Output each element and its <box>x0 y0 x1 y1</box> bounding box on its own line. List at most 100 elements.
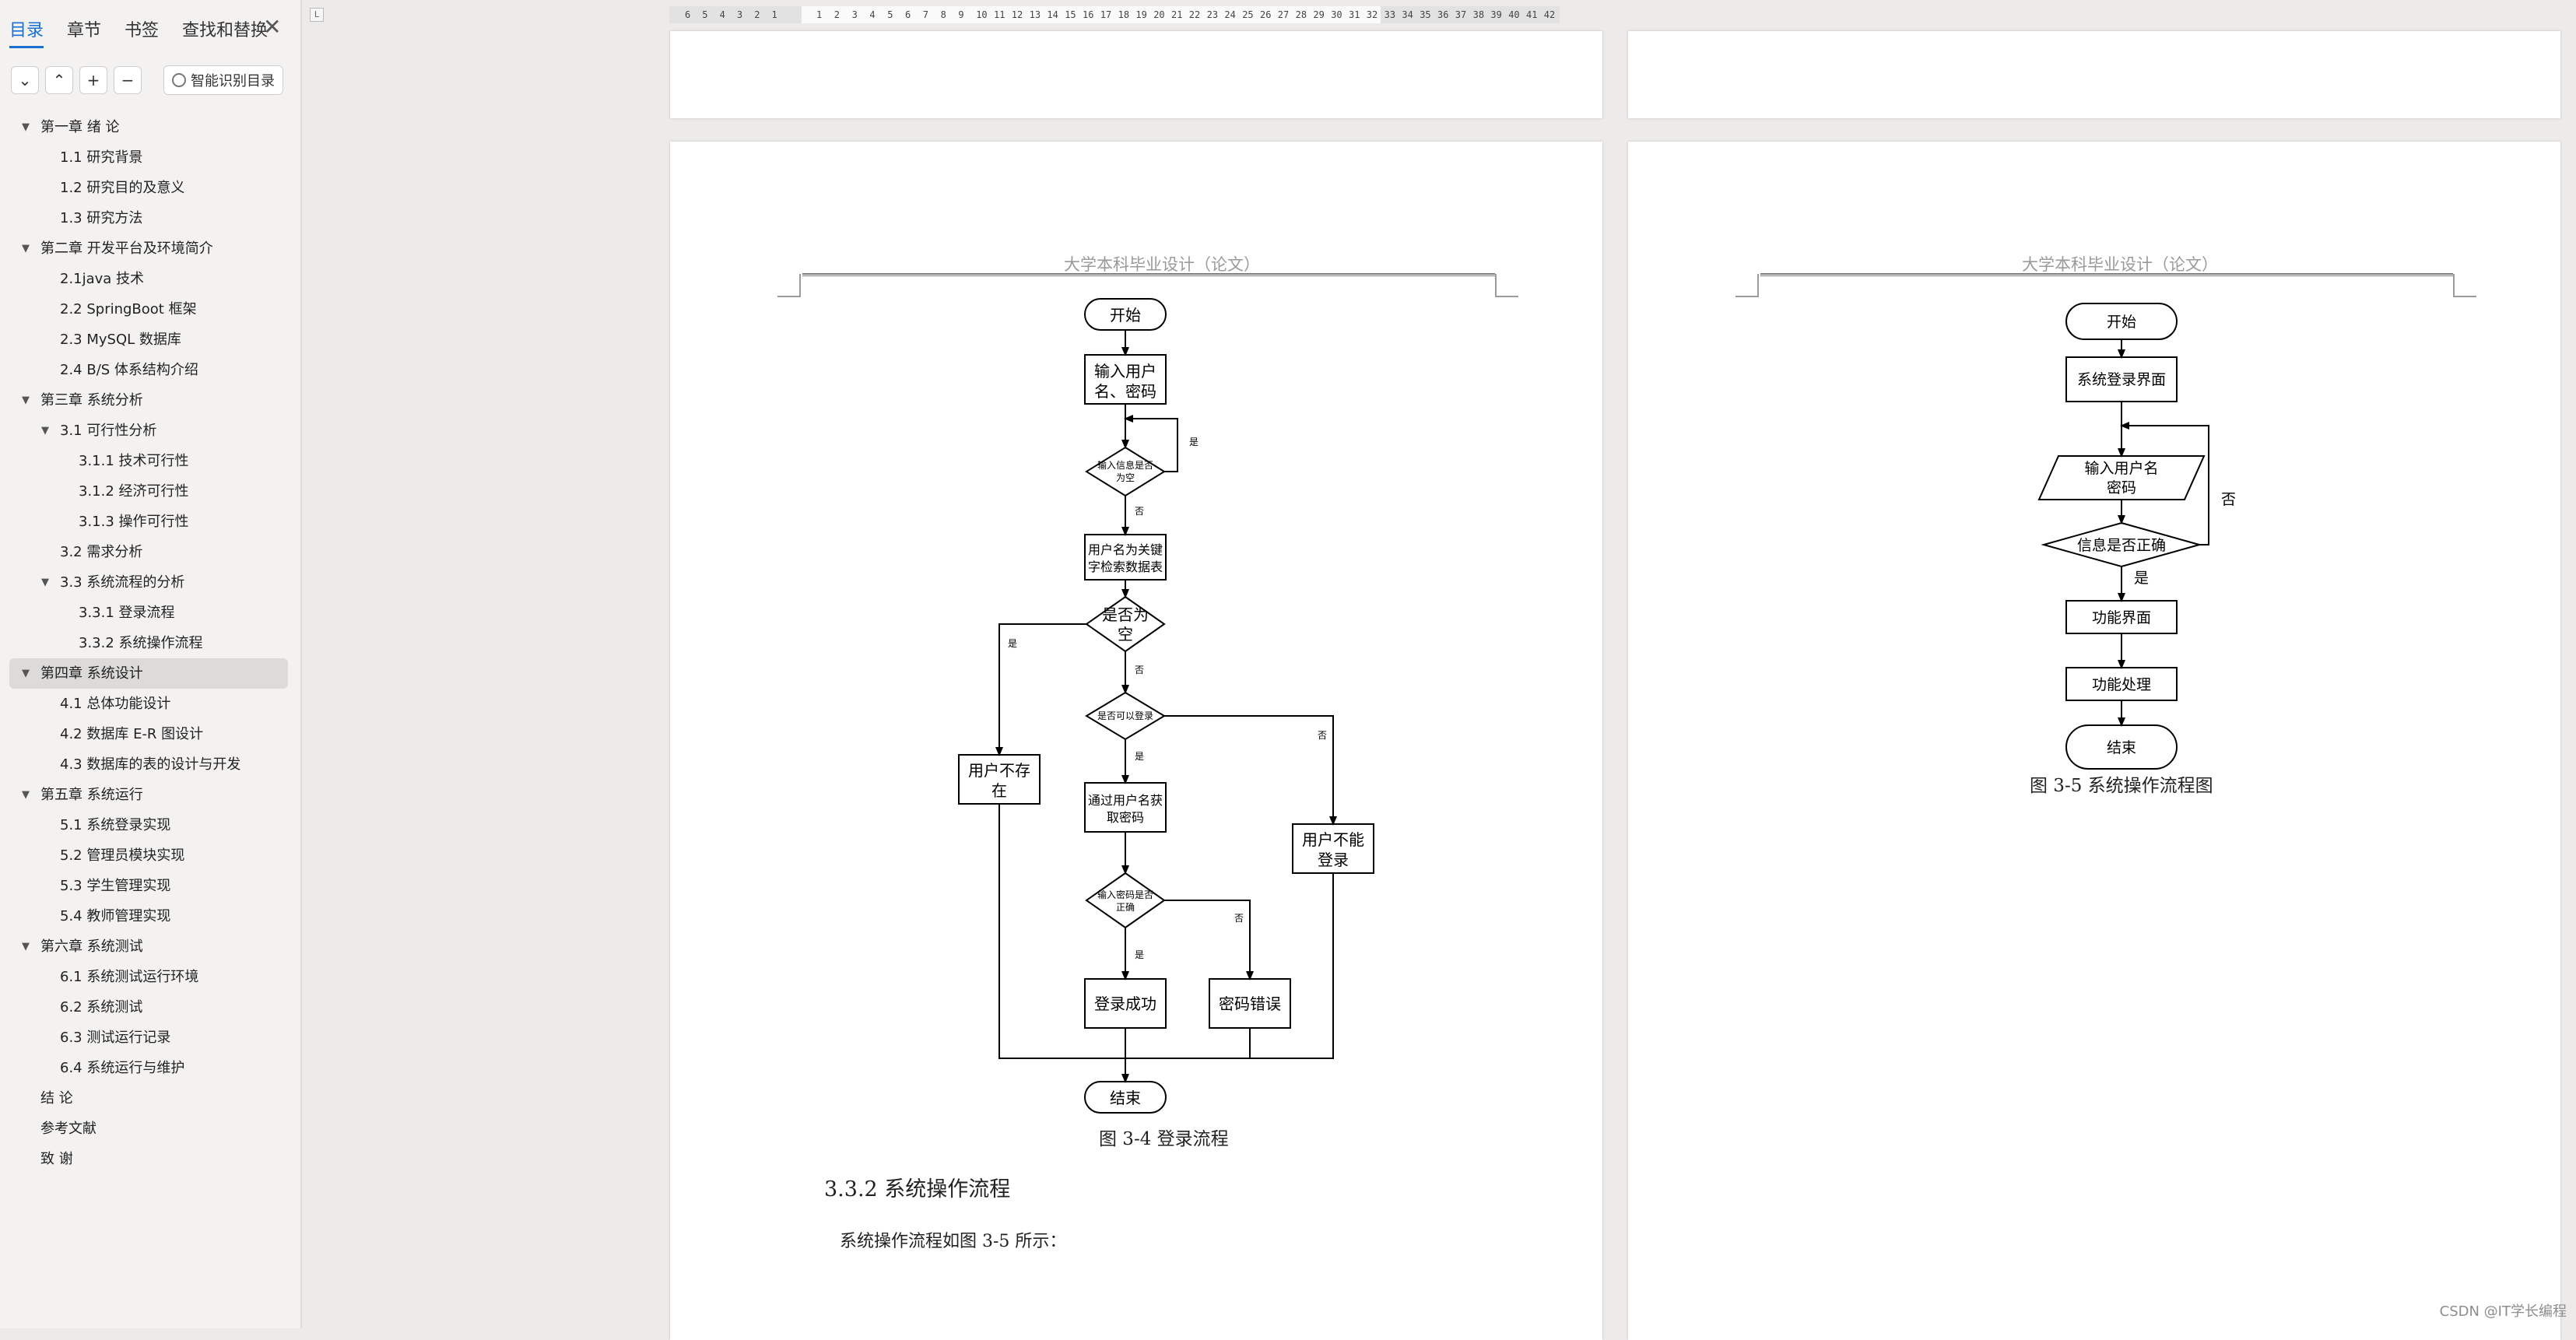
toc-item[interactable]: 1.1 研究背景 <box>9 142 288 173</box>
toc-item-label: 3.2 需求分析 <box>60 544 143 560</box>
toc-item[interactable]: 3.3.2 系统操作流程 <box>9 628 288 658</box>
toc-item[interactable]: 4.1 总体功能设计 <box>9 689 288 719</box>
expand-arrow-icon[interactable]: ▼ <box>22 789 30 801</box>
fc-not-exist-label-2: 在 <box>991 781 1007 800</box>
tab-bookmarks[interactable]: 书签 <box>125 21 160 40</box>
fc-input-label-1: 输入用户 <box>1094 362 1156 381</box>
ruler-number: 11 <box>994 9 1005 20</box>
fc2-func-ui-box <box>2065 600 2178 634</box>
chevron-up-icon[interactable]: ⌃ <box>45 66 73 94</box>
ruler-number: 6 <box>685 9 691 20</box>
ruler-number: 17 <box>1100 9 1112 20</box>
toc-item-label: 3.1.1 技术可行性 <box>79 453 189 469</box>
toc-item[interactable]: 5.2 管理员模块实现 <box>9 840 288 871</box>
toc-item[interactable]: 6.3 测试运行记录 <box>9 1023 288 1053</box>
fc-cannot-login-label-2: 登录 <box>1318 851 1349 869</box>
fc2-no-label: 否 <box>2221 491 2236 508</box>
tab-stop-selector[interactable]: L <box>310 8 324 22</box>
fc2-end-label: 结束 <box>2107 739 2136 756</box>
tab-toc[interactable]: 目录 <box>9 16 44 48</box>
toc-item[interactable]: 6.1 系统测试运行环境 <box>9 962 288 992</box>
toc-item[interactable]: 1.3 研究方法 <box>9 203 288 233</box>
ruler-number: 32 <box>1366 9 1378 20</box>
toc-item-label: 3.3.1 登录流程 <box>79 605 175 621</box>
toc-item-label: 结 论 <box>40 1090 73 1107</box>
toc-item[interactable]: 1.2 研究目的及意义 <box>9 173 288 203</box>
toc-item[interactable]: 4.3 数据库的表的设计与开发 <box>9 749 288 780</box>
figure-caption-3-4: 图 3-4 登录流程 <box>1099 1129 1229 1149</box>
expand-arrow-icon[interactable]: ▼ <box>22 395 30 406</box>
fc-no-label: 否 <box>1234 913 1244 924</box>
toc-item[interactable]: 2.3 MySQL 数据库 <box>9 324 288 355</box>
expand-arrow-icon[interactable]: ▼ <box>41 577 49 588</box>
toc-item[interactable]: 致 谢 <box>9 1144 288 1174</box>
toc-item[interactable]: 4.2 数据库 E-R 图设计 <box>9 719 288 749</box>
toc-item[interactable]: ▼3.3 系统流程的分析 <box>9 567 288 598</box>
toc-item[interactable]: 3.1.2 经济可行性 <box>9 476 288 507</box>
toc-item-label: 3.1.2 经济可行性 <box>79 483 189 500</box>
toc-item[interactable]: ▼第三章 系统分析 <box>9 385 288 416</box>
fc-no-label: 否 <box>1318 730 1327 741</box>
watermark: CSDN @IT学长编程 <box>2439 1303 2567 1320</box>
toc-item[interactable]: 5.1 系统登录实现 <box>9 810 288 840</box>
chevron-down-icon[interactable]: ⌄ <box>11 66 39 94</box>
tab-chapters[interactable]: 章节 <box>67 21 102 40</box>
expand-arrow-icon[interactable]: ▼ <box>41 425 49 437</box>
toc-item-label: 第一章 绪 论 <box>40 119 120 135</box>
ruler-number: 29 <box>1313 9 1325 20</box>
toc-item[interactable]: ▼第四章 系统设计 <box>9 658 288 689</box>
ruler-number: 12 <box>1011 9 1023 20</box>
ruler-number: 8 <box>940 9 946 20</box>
fc2-func-proc-label: 功能处理 <box>2092 676 2151 693</box>
ruler-number: 3 <box>736 9 743 20</box>
smart-recognize-icon <box>172 73 186 87</box>
fc2-func-ui-label: 功能界面 <box>2092 609 2151 626</box>
ruler-number: 26 <box>1260 9 1272 20</box>
toc-item[interactable]: 2.2 SpringBoot 框架 <box>9 294 288 324</box>
minus-icon[interactable]: − <box>114 66 142 94</box>
toc-item[interactable]: 3.1.3 操作可行性 <box>9 507 288 537</box>
expand-arrow-icon[interactable]: ▼ <box>22 668 30 679</box>
toc-item[interactable]: 5.4 教师管理实现 <box>9 901 288 931</box>
margin-corner-mark <box>1495 274 1518 297</box>
toc-item[interactable]: ▼ 3.1 可行性分析 <box>9 416 288 446</box>
fc-check-empty-label-1: 输入信息是否 <box>1097 459 1153 471</box>
toc-item[interactable]: ▼第五章 系统运行 <box>9 780 288 810</box>
toc-item-label: 参考文献 <box>40 1121 97 1137</box>
tab-find-replace[interactable]: 查找和替换 <box>182 21 268 40</box>
expand-arrow-icon[interactable]: ▼ <box>22 941 30 952</box>
toc-item[interactable]: 结 论 <box>9 1083 288 1114</box>
toc-item[interactable]: ▼ 第二章 开发平台及环境简介 <box>9 233 288 264</box>
toc-item[interactable]: 3.3.1 登录流程 <box>9 598 288 628</box>
close-icon[interactable]: ✕ <box>263 14 282 40</box>
ruler-number: 35 <box>1420 9 1431 20</box>
ruler-number: 2 <box>834 9 841 20</box>
toc-item-label: 第二章 开发平台及环境简介 <box>40 240 213 257</box>
ruler-number: 37 <box>1455 9 1467 20</box>
toc-item[interactable]: 2.4 B/S 体系结构介绍 <box>9 355 288 385</box>
ruler-number: 14 <box>1047 9 1058 20</box>
ruler-number: 9 <box>958 9 964 20</box>
toc-item-label: 3.1.3 操作可行性 <box>79 514 189 530</box>
smart-toc-button[interactable]: 智能识别目录 <box>163 65 283 95</box>
ruler-number: 1 <box>771 9 777 20</box>
toc-item-label: 5.3 学生管理实现 <box>60 878 171 894</box>
body-paragraph: 系统操作流程如图 3-5 所示： <box>840 1232 1067 1251</box>
toc-item[interactable]: 5.3 学生管理实现 <box>9 871 288 901</box>
plus-icon[interactable]: + <box>79 66 107 94</box>
toc-item[interactable]: ▼ 第一章 绪 论 <box>9 112 288 142</box>
expand-arrow-icon[interactable]: ▼ <box>22 243 30 254</box>
toc-item[interactable]: ▼第六章 系统测试 <box>9 931 288 962</box>
toc-item[interactable]: 6.4 系统运行与维护 <box>9 1053 288 1083</box>
toc-item-label: 3.1 可行性分析 <box>60 423 157 439</box>
toc-item[interactable]: 6.2 系统测试 <box>9 992 288 1023</box>
toc-item-label: 6.4 系统运行与维护 <box>60 1060 185 1076</box>
toc-item[interactable]: 参考文献 <box>9 1114 288 1144</box>
toc-item[interactable]: 3.1.1 技术可行性 <box>9 446 288 476</box>
toc-item[interactable]: 3.2 需求分析 <box>9 537 288 567</box>
expand-arrow-icon[interactable]: ▼ <box>22 121 30 133</box>
fc-cannot-login-label-1: 用户不能 <box>1302 830 1364 849</box>
toc-item[interactable]: 2.1java 技术 <box>9 264 288 294</box>
ruler-number: 1 <box>816 9 823 20</box>
